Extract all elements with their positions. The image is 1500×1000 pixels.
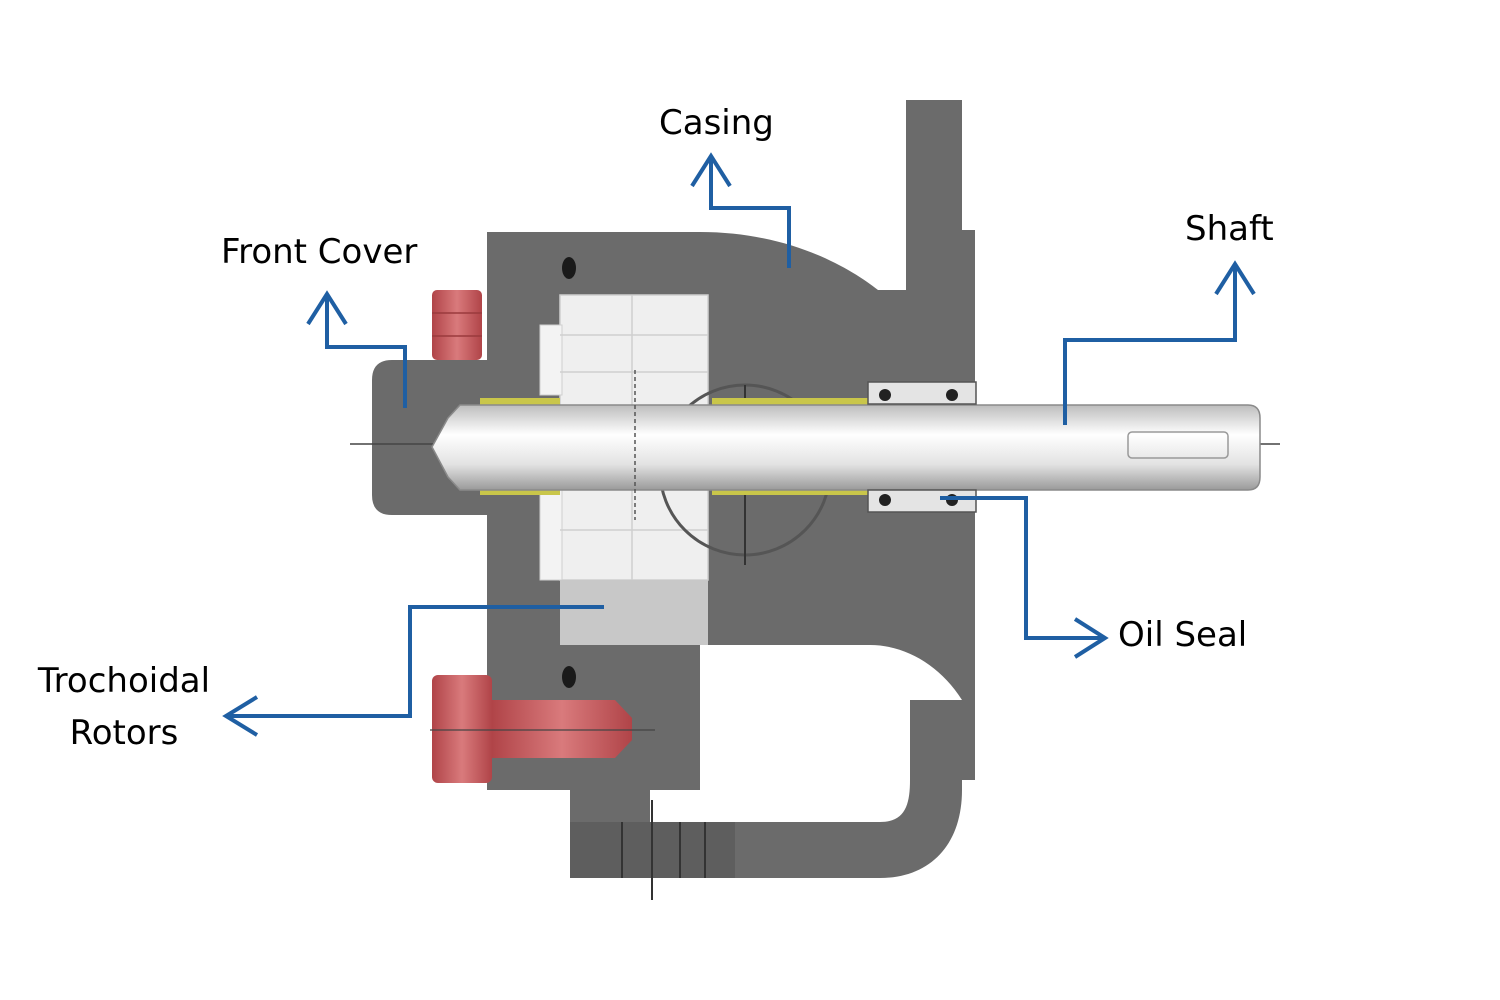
- casing-label: Casing: [659, 103, 774, 143]
- rotor-block: [539, 324, 563, 396]
- seal-spring: [879, 494, 891, 506]
- upper-bolt: [432, 290, 482, 360]
- trochoidal-rotors-label-line1: Trochoidal: [37, 661, 211, 701]
- trochoidal-rotors-arrowhead: [222, 695, 259, 737]
- trochoidal-rotors-label-line2: Rotors: [69, 713, 179, 753]
- lower-bolt-shank: [492, 700, 632, 758]
- shaft-arrow: [1063, 264, 1237, 425]
- casing-arrow: [709, 156, 791, 268]
- seal-spring: [946, 389, 958, 401]
- o-ring: [562, 666, 576, 688]
- trochoidal-rotors-label: Trochoidal Rotors: [24, 655, 224, 759]
- casing-upper-flange: [906, 100, 975, 400]
- shaft-arrowhead: [1214, 260, 1256, 296]
- front-cover-arrowhead: [306, 290, 348, 326]
- o-ring: [562, 257, 576, 279]
- shaft: [431, 404, 1261, 491]
- oil-seal-arrowhead: [1073, 617, 1109, 659]
- oil-seal-label: Oil Seal: [1118, 615, 1248, 655]
- front-cover-label: Front Cover: [221, 232, 418, 272]
- trochoidal-rotors-arrow: [226, 605, 604, 718]
- seal-spring: [879, 389, 891, 401]
- oil-seal-arrow: [940, 496, 1105, 640]
- trochoidal-rotor-lower: [560, 580, 708, 645]
- casing-arrowhead: [690, 152, 732, 188]
- lower-bolt-head: [432, 675, 492, 783]
- shaft-label: Shaft: [1185, 209, 1274, 249]
- front-cover-arrow: [325, 294, 407, 408]
- rotor-block: [539, 489, 563, 581]
- shaft-keyway: [1127, 431, 1229, 459]
